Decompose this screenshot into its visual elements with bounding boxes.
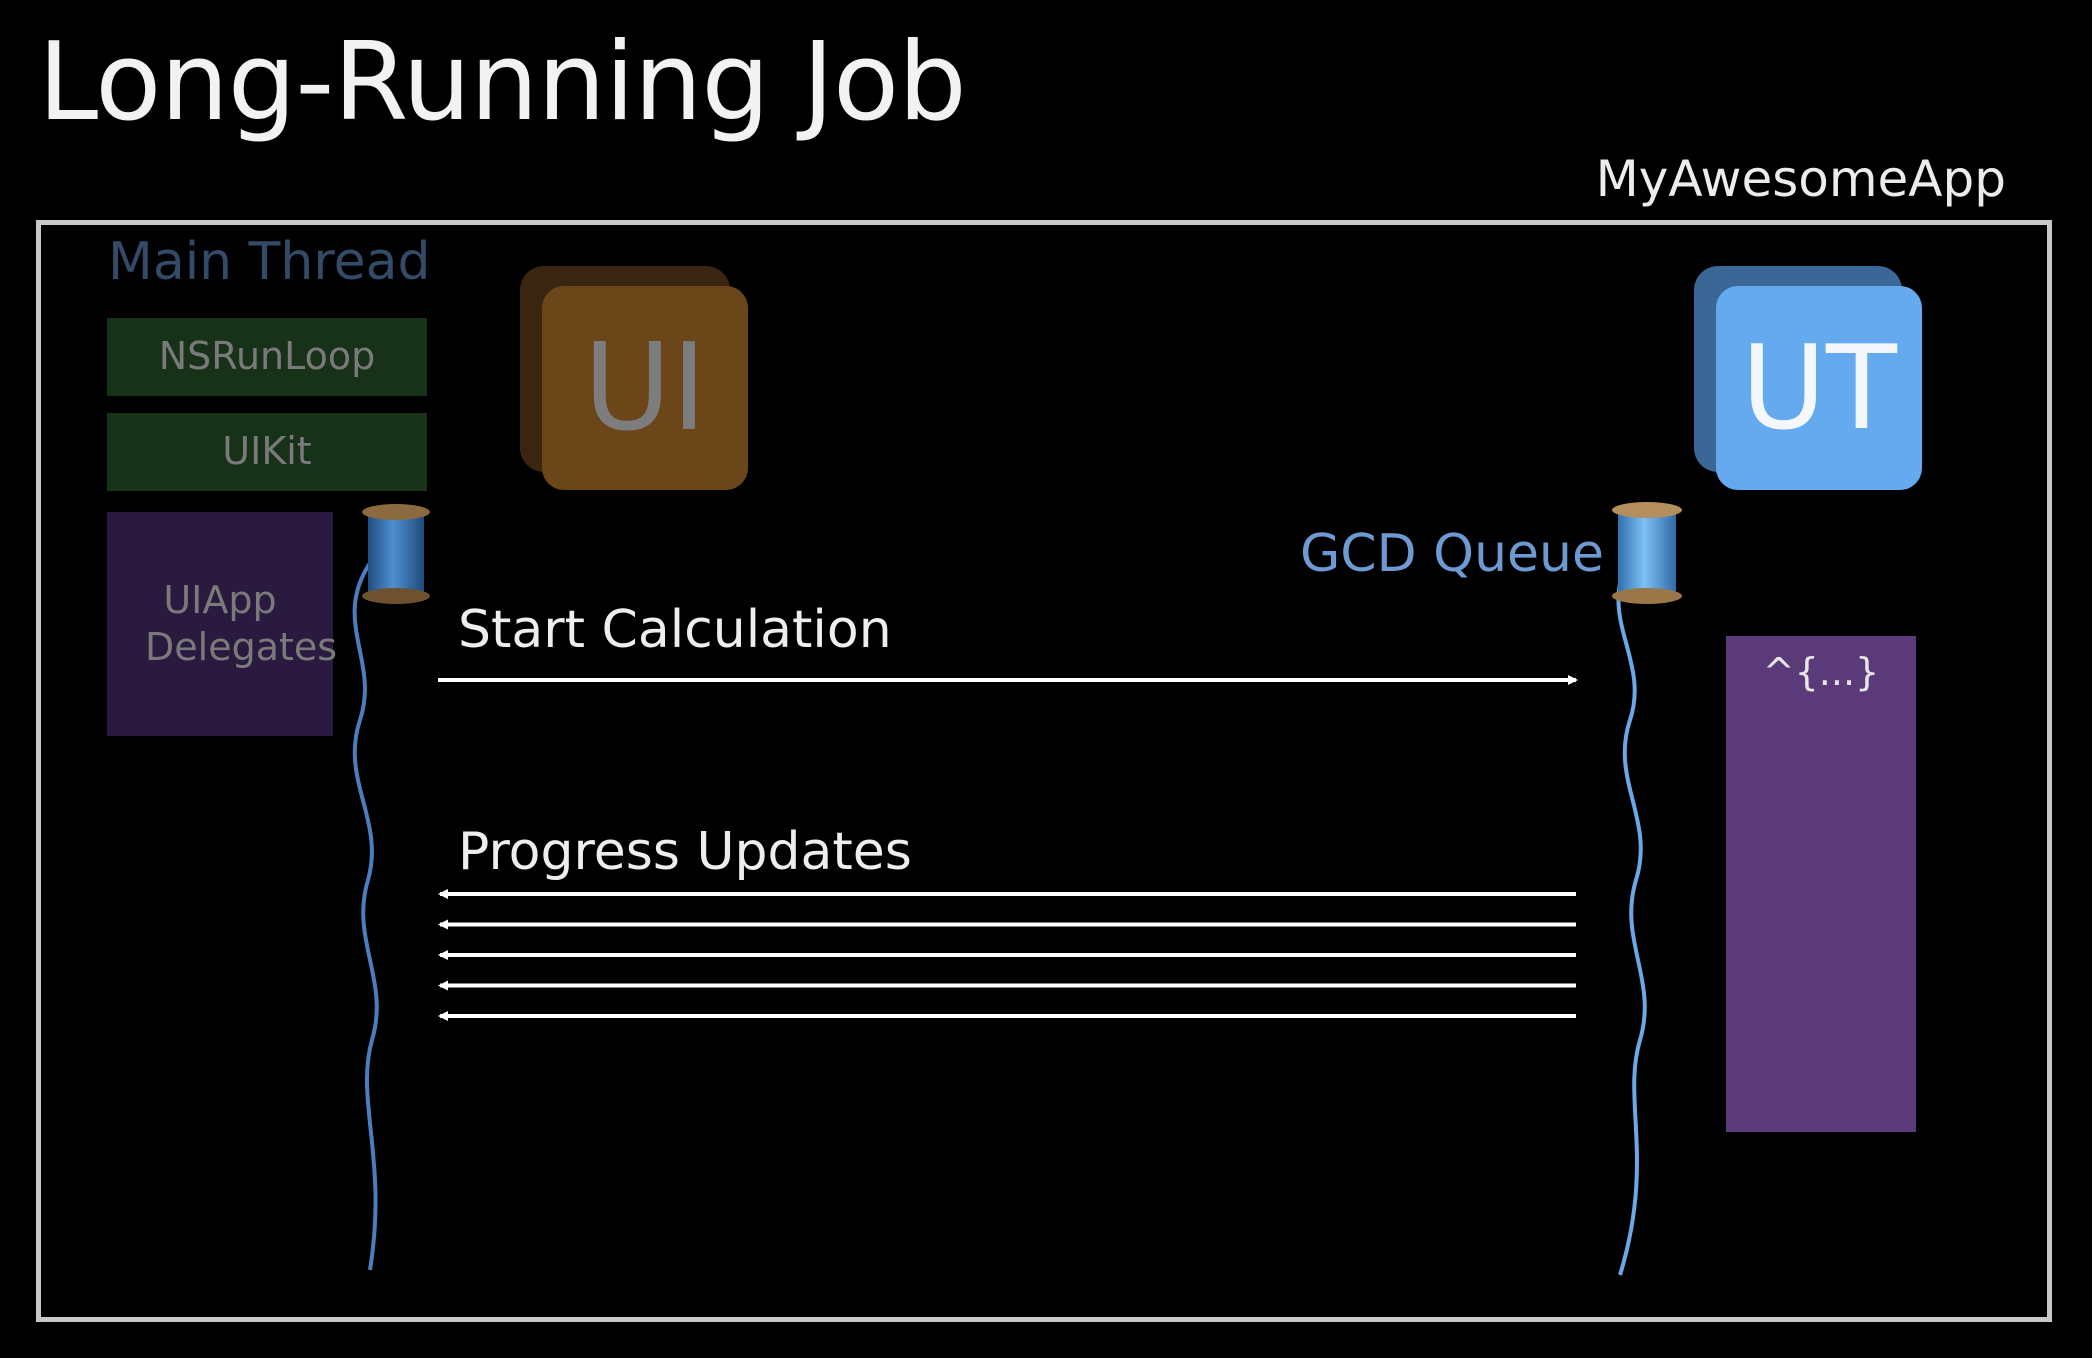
- progress-updates-label: Progress Updates: [458, 822, 912, 882]
- app-boundary-frame: [36, 220, 2052, 1322]
- nsrunloop-label: NSRunLoop: [158, 334, 376, 379]
- main-thread-spool-icon: [362, 504, 430, 604]
- gcd-queue-line: [1616, 559, 1647, 1276]
- main-thread-label: Main Thread: [108, 232, 431, 292]
- uikit-block: UIKit: [107, 413, 427, 491]
- uikit-label: UIKit: [222, 429, 312, 474]
- uiapp-delegates-block: UIApp Delegates: [107, 512, 337, 736]
- block-execution-bar: [1726, 636, 1916, 1132]
- progress-update-arrows: [438, 889, 1576, 1021]
- slide-title: Long-Running Job: [38, 20, 967, 145]
- app-name-label: MyAwesomeApp: [1595, 150, 2006, 208]
- ui-icon-label: UI: [583, 318, 707, 458]
- ut-icon-label: UT: [1741, 320, 1897, 456]
- gcd-queue-spool-icon: [1612, 502, 1682, 604]
- block-label: ^{...}: [1762, 650, 1880, 694]
- ui-thread-icon: UI: [542, 286, 748, 490]
- gcd-queue-label: GCD Queue: [1300, 524, 1605, 584]
- start-calculation-label: Start Calculation: [458, 600, 892, 660]
- main-thread-line: [352, 558, 379, 1271]
- utility-thread-icon: UT: [1716, 286, 1922, 490]
- nsrunloop-block: NSRunLoop: [107, 318, 427, 396]
